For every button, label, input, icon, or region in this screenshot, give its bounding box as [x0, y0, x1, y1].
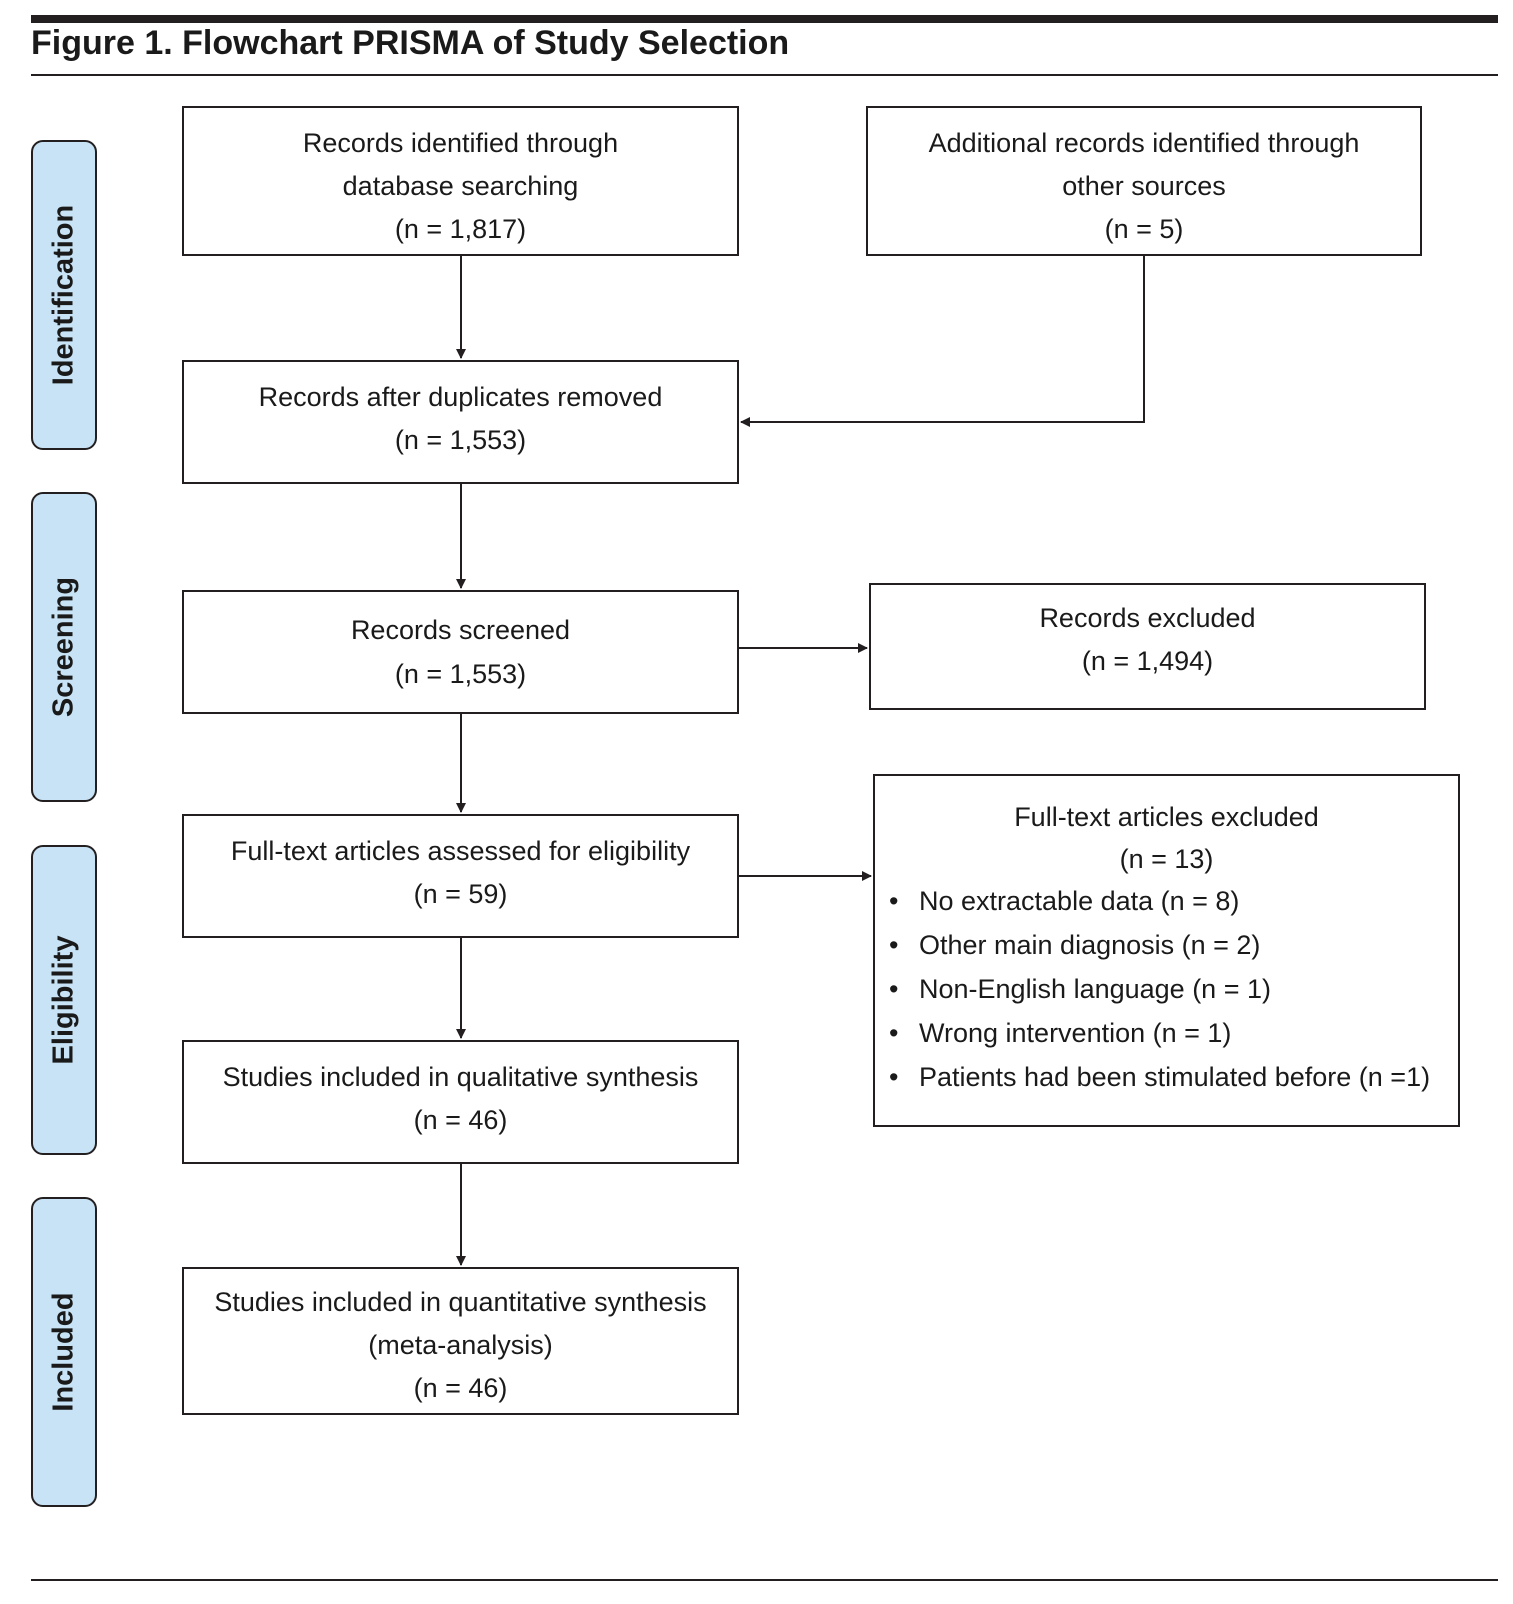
bullet-icon: • [889, 886, 899, 916]
box-text: Additional records identified through [928, 128, 1360, 158]
box-other-sources: Additional records identified through ot… [866, 106, 1422, 256]
box-text: other sources [1062, 171, 1226, 201]
stage-eligibility: Eligibility [31, 845, 97, 1155]
box-count: (n = 1,553) [394, 659, 527, 689]
bullet-icon: • [889, 930, 899, 960]
bullet-icon: • [889, 1062, 899, 1092]
reason-text: Other main diagnosis (n = 2) [919, 930, 1261, 960]
title-rule [31, 74, 1498, 76]
list-item: • Wrong intervention (n = 1) [889, 1011, 1458, 1055]
box-duplicates-removed: Records after duplicates removed (n = 1,… [182, 360, 739, 484]
box-text: Full-text articles excluded [1014, 802, 1319, 832]
box-quantitative-synthesis: Studies included in quantitative synthes… [182, 1267, 739, 1415]
stage-included: Included [31, 1197, 97, 1507]
box-count: (n = 46) [413, 1105, 508, 1135]
list-item: • Other main diagnosis (n = 2) [889, 923, 1458, 967]
reason-text: No extractable data (n = 8) [919, 886, 1240, 916]
box-full-text-excluded: Full-text articles excluded (n = 13) • No… [873, 774, 1460, 1127]
box-text: Studies included in qualitative synthesi… [222, 1062, 699, 1092]
arrow-other-to-dedup [740, 256, 1145, 427]
box-text: Studies included in quantitative synthes… [214, 1287, 707, 1317]
box-text: (meta-analysis) [368, 1330, 553, 1360]
list-item: • No extractable data (n = 8) [889, 879, 1458, 923]
list-item: • Non-English language (n = 1) [889, 967, 1458, 1011]
stage-identification: Identification [31, 140, 97, 450]
box-records-excluded: Records excluded (n = 1,494) [869, 583, 1426, 710]
box-count: (n = 5) [1104, 214, 1184, 244]
box-count: (n = 1,494) [1081, 646, 1214, 676]
box-text: Records identified through [302, 128, 619, 158]
exclusion-reasons-list: • No extractable data (n = 8) • Other main… [875, 879, 1458, 1099]
box-full-text-assessed: Full-text articles assessed for eligibil… [182, 814, 739, 938]
bullet-icon: • [889, 1018, 899, 1048]
reason-text: Patients had been stimulated before (n =… [919, 1062, 1431, 1092]
stage-screening: Screening [31, 492, 97, 802]
box-records-screened: Records screened (n = 1,553) [182, 590, 739, 714]
box-count: (n = 59) [413, 879, 508, 909]
box-text: Records after duplicates removed [258, 382, 663, 412]
box-database-search: Records identified through database sear… [182, 106, 739, 256]
box-text: Records screened [350, 615, 571, 645]
box-count: (n = 1,553) [394, 425, 527, 455]
box-count: (n = 46) [413, 1373, 508, 1403]
box-count: (n = 1,817) [394, 214, 527, 244]
reason-text: Wrong intervention (n = 1) [919, 1018, 1232, 1048]
figure-title: Figure 1. Flowchart PRISMA of Study Sele… [31, 24, 790, 62]
box-text: database searching [342, 171, 579, 201]
reason-text: Non-English language (n = 1) [919, 974, 1271, 1004]
box-text: Full-text articles assessed for eligibil… [230, 836, 691, 866]
list-item: • Patients had been stimulated before (n … [889, 1055, 1458, 1099]
box-qualitative-synthesis: Studies included in qualitative synthesi… [182, 1040, 739, 1164]
box-count: (n = 13) [1119, 844, 1214, 874]
bullet-icon: • [889, 974, 899, 1004]
top-rule [31, 15, 1498, 23]
box-text: Records excluded [1039, 603, 1256, 633]
bottom-rule [31, 1579, 1498, 1581]
